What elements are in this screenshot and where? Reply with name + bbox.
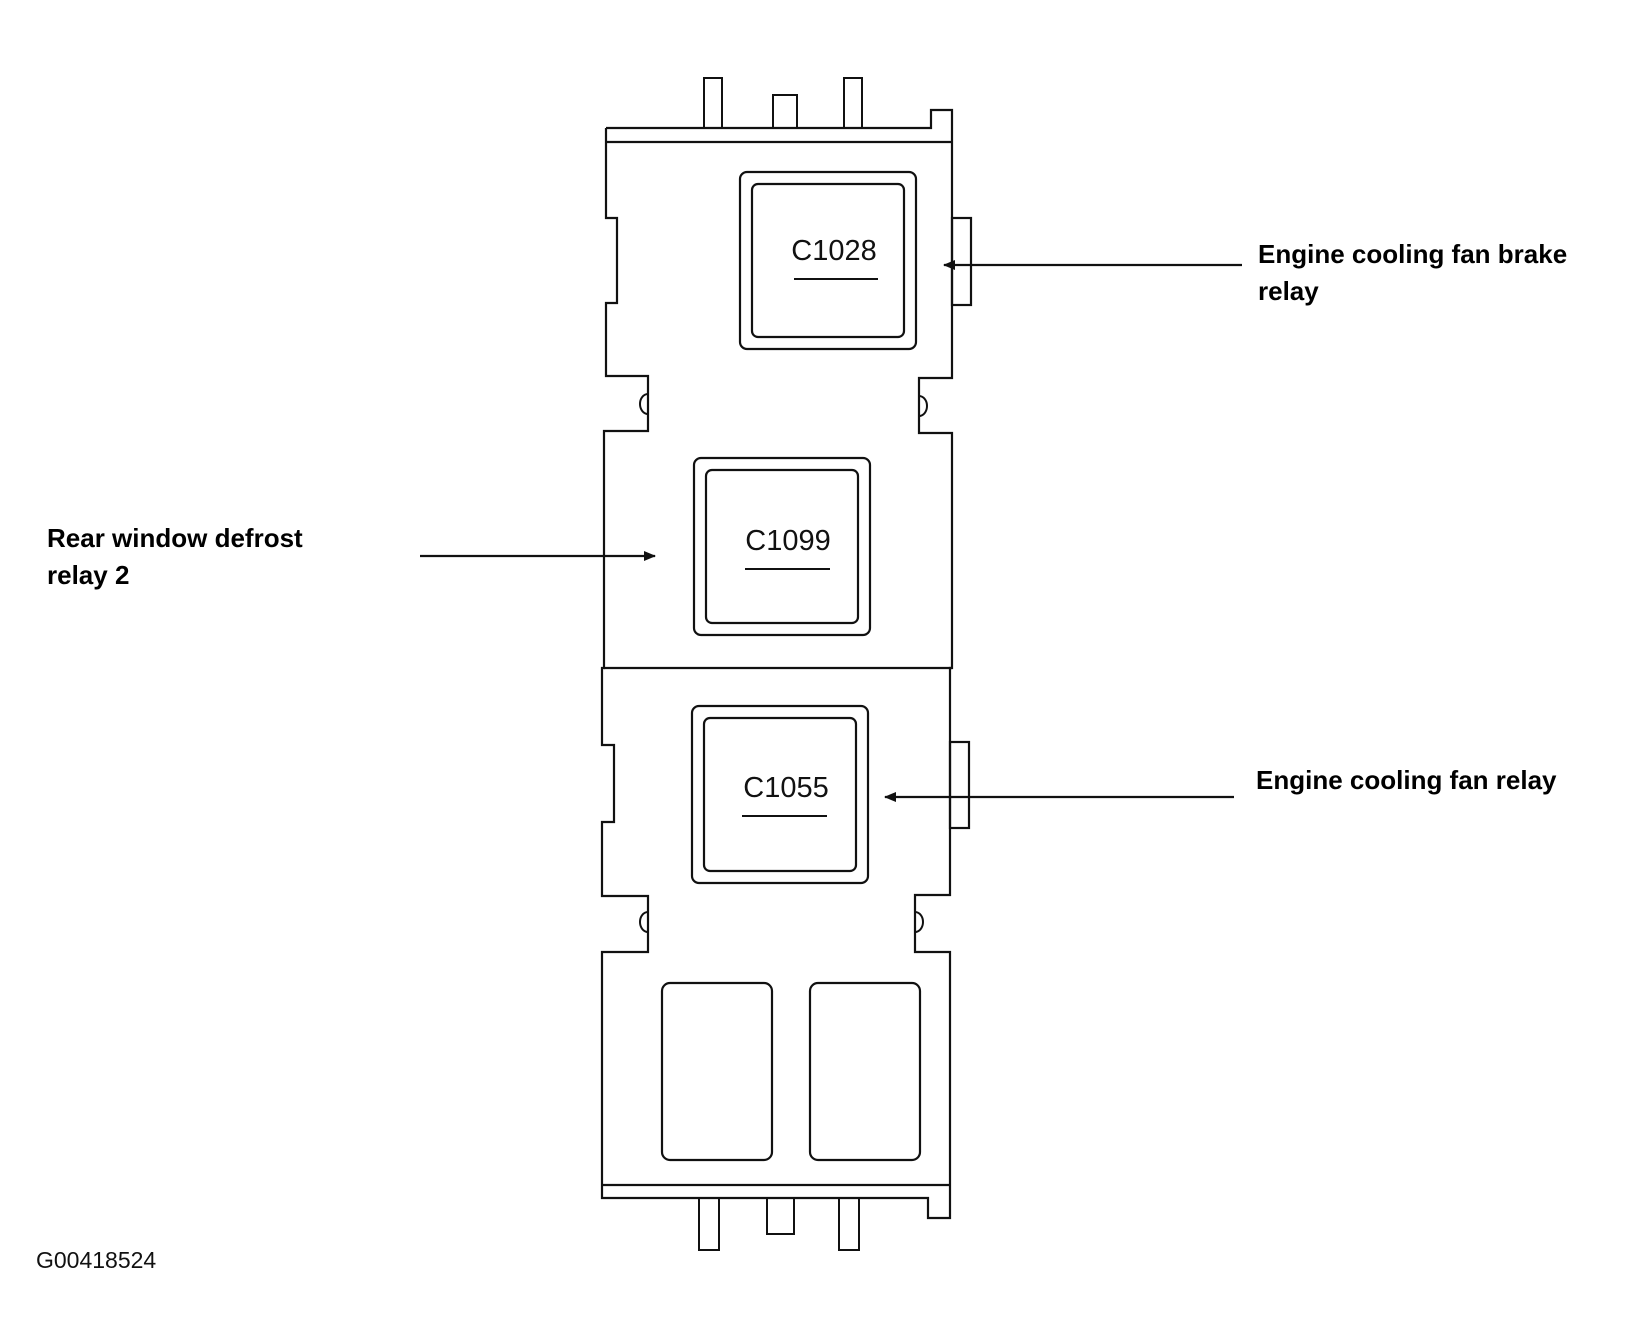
callout-brake-relay-line1: Engine cooling fan brake xyxy=(1258,239,1567,269)
relay-socket-lower: C1055 xyxy=(690,704,870,885)
relay-box-housing xyxy=(600,108,973,1220)
top-terminal-pins xyxy=(703,77,863,129)
relay-code-middle: C1099 xyxy=(745,525,830,557)
callout-defrost-relay: Rear window defrost relay 2 xyxy=(47,523,303,590)
bottom-terminal-pins xyxy=(698,1197,860,1251)
callout-defrost-relay-line2: relay 2 xyxy=(47,560,129,590)
relay-code-lower: C1055 xyxy=(743,772,828,804)
callout-brake-relay: Engine cooling fan brake relay xyxy=(1258,239,1567,306)
callout-fan-relay-line1: Engine cooling fan relay xyxy=(1256,765,1557,795)
empty-socket-right xyxy=(808,981,922,1162)
relay-socket-top: C1028 xyxy=(738,170,918,351)
relay-socket-middle: C1099 xyxy=(692,456,872,637)
callout-brake-relay-line2: relay xyxy=(1258,276,1319,306)
empty-socket-left xyxy=(660,981,774,1162)
figure-id: G00418524 xyxy=(36,1247,156,1273)
callout-defrost-relay-line1: Rear window defrost xyxy=(47,523,303,553)
relay-code-top: C1028 xyxy=(791,235,876,267)
callout-fan-relay: Engine cooling fan relay xyxy=(1256,765,1557,795)
